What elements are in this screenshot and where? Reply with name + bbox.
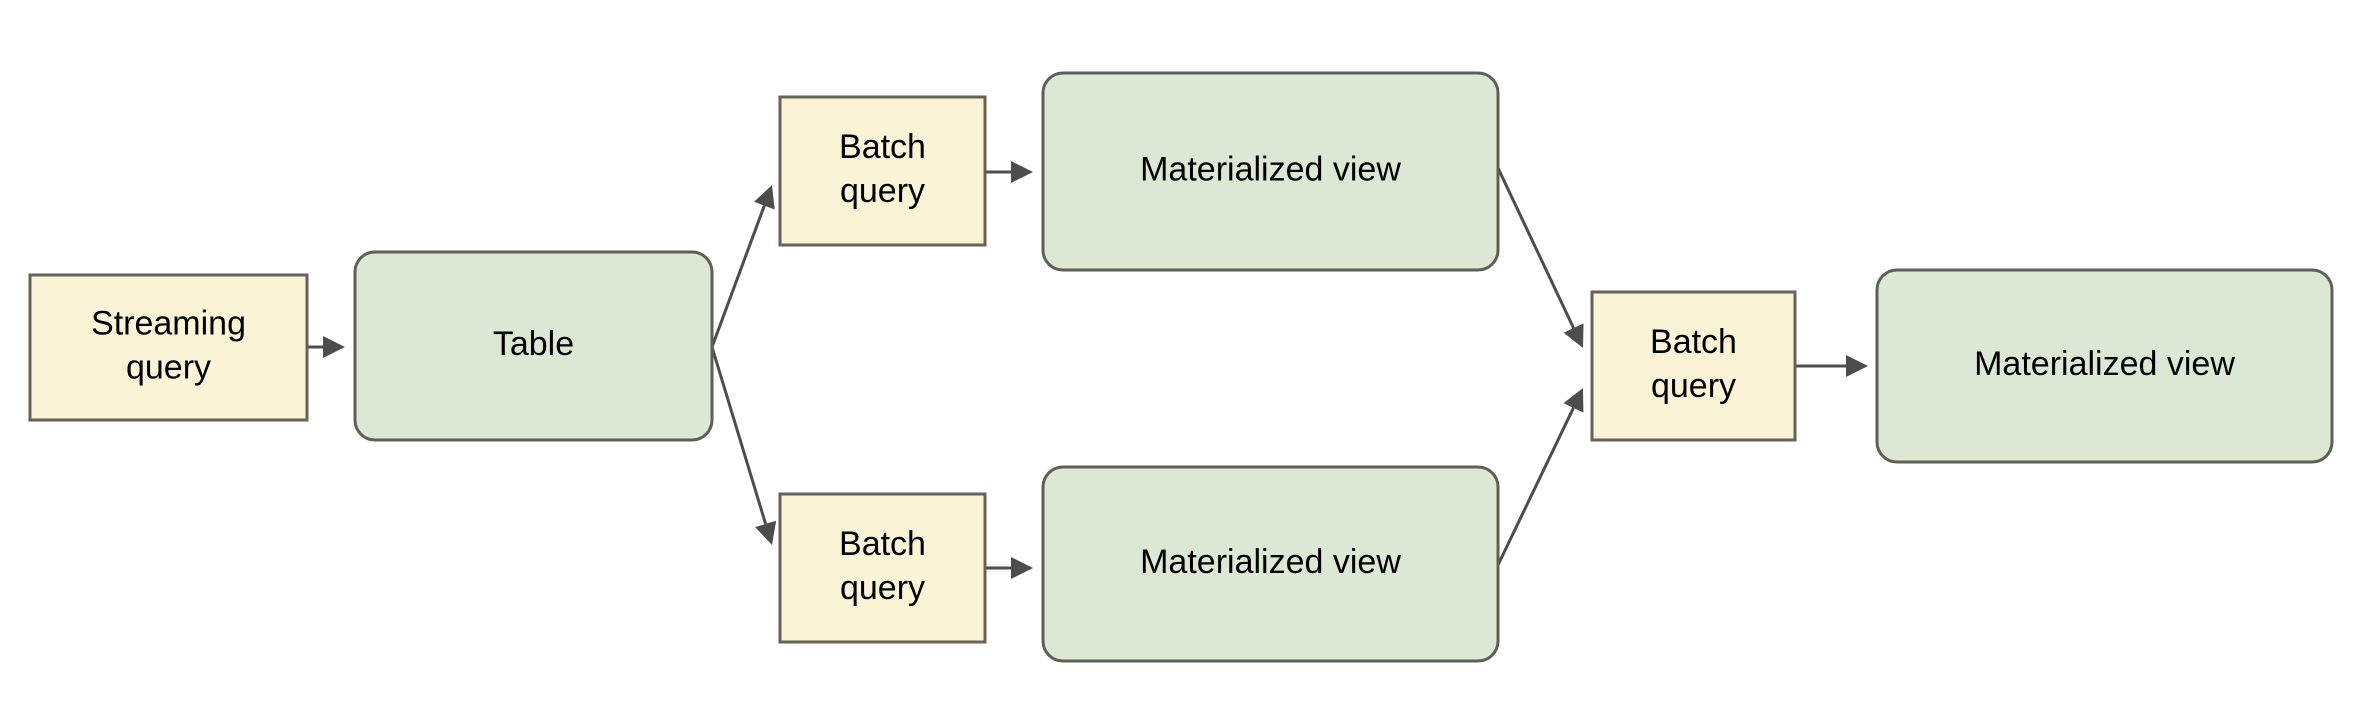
edge-table-to-batch-query-bottom-arrowhead xyxy=(755,520,777,545)
materialized-view-top-node-label: Materialized view xyxy=(1140,150,1401,188)
batch-query-bottom-node-label-line2: query xyxy=(840,569,925,607)
table-node-shape[interactable] xyxy=(353,250,714,442)
batch-query-right-node[interactable]: Batch query xyxy=(1590,290,1797,442)
edge-batch-query-top-to-materialized-view-top xyxy=(985,161,1033,183)
batch-query-top-node-shape[interactable] xyxy=(778,95,987,247)
batch-query-bottom-node[interactable]: Batch query xyxy=(778,492,987,644)
edge-materialized-view-top-to-batch-query-right-arrowhead xyxy=(1563,323,1584,348)
edge-materialized-view-bottom-to-batch-query-right-line xyxy=(1496,407,1575,566)
batch-query-right-node-shape[interactable] xyxy=(1590,290,1797,442)
edge-batch-query-right-to-materialized-view-right-arrowhead xyxy=(1846,355,1868,377)
edge-batch-query-bottom-to-materialized-view-bottom xyxy=(985,557,1033,579)
materialized-view-right-node-label: Materialized view xyxy=(1974,345,2235,383)
edge-table-to-batch-query-top xyxy=(710,185,775,348)
materialized-view-right-node-shape[interactable] xyxy=(1875,268,2334,464)
edge-streaming-query-to-table xyxy=(307,336,345,358)
streaming-query-node-label-line2: query xyxy=(126,348,211,386)
materialized-view-bottom-node-label: Materialized view xyxy=(1140,543,1401,581)
streaming-query-node[interactable]: Streaming query xyxy=(28,273,309,422)
batch-query-right-node-label-line2: query xyxy=(1651,367,1736,405)
edge-table-to-batch-query-top-arrowhead xyxy=(754,185,775,210)
edge-batch-query-bottom-to-materialized-view-bottom-arrowhead xyxy=(1011,557,1033,579)
table-node-label: Table xyxy=(493,325,574,363)
batch-query-top-node-label-line1: Batch xyxy=(839,128,926,166)
streaming-query-node-shape[interactable] xyxy=(28,273,309,422)
edge-batch-query-top-to-materialized-view-top-arrowhead xyxy=(1011,161,1033,183)
materialized-view-bottom-node[interactable]: Materialized view xyxy=(1041,465,1500,663)
batch-query-bottom-node-label-line1: Batch xyxy=(839,525,926,563)
edge-materialized-view-top-to-batch-query-right-line xyxy=(1496,167,1575,329)
materialized-view-right-node[interactable]: Materialized view xyxy=(1875,268,2334,464)
edge-materialized-view-bottom-to-batch-query-right-arrowhead xyxy=(1563,388,1584,413)
materialized-view-bottom-node-shape[interactable] xyxy=(1041,465,1500,663)
materialized-view-top-node-shape[interactable] xyxy=(1041,71,1500,272)
nodes-layer: StreamingqueryTableBatchqueryMaterialize… xyxy=(28,71,2334,663)
edge-batch-query-right-to-materialized-view-right xyxy=(1795,355,1868,377)
batch-query-top-node[interactable]: Batch query xyxy=(778,95,987,247)
batch-query-top-node-label-line2: query xyxy=(840,172,925,210)
edge-table-to-batch-query-top-line xyxy=(710,205,766,348)
batch-query-bottom-node-shape[interactable] xyxy=(778,492,987,644)
edges-layer xyxy=(307,161,1868,579)
edge-table-to-batch-query-bottom xyxy=(710,346,777,545)
edge-materialized-view-top-to-batch-query-right xyxy=(1496,167,1584,348)
edge-table-to-batch-query-bottom-line xyxy=(710,346,768,525)
edge-streaming-query-to-table-arrowhead xyxy=(323,336,345,358)
materialized-view-top-node[interactable]: Materialized view xyxy=(1041,71,1500,272)
batch-query-right-node-label-line1: Batch xyxy=(1650,323,1737,361)
edge-materialized-view-bottom-to-batch-query-right xyxy=(1496,388,1584,566)
streaming-query-node-label-line1: Streaming xyxy=(91,304,246,342)
table-node[interactable]: Table xyxy=(353,250,714,442)
